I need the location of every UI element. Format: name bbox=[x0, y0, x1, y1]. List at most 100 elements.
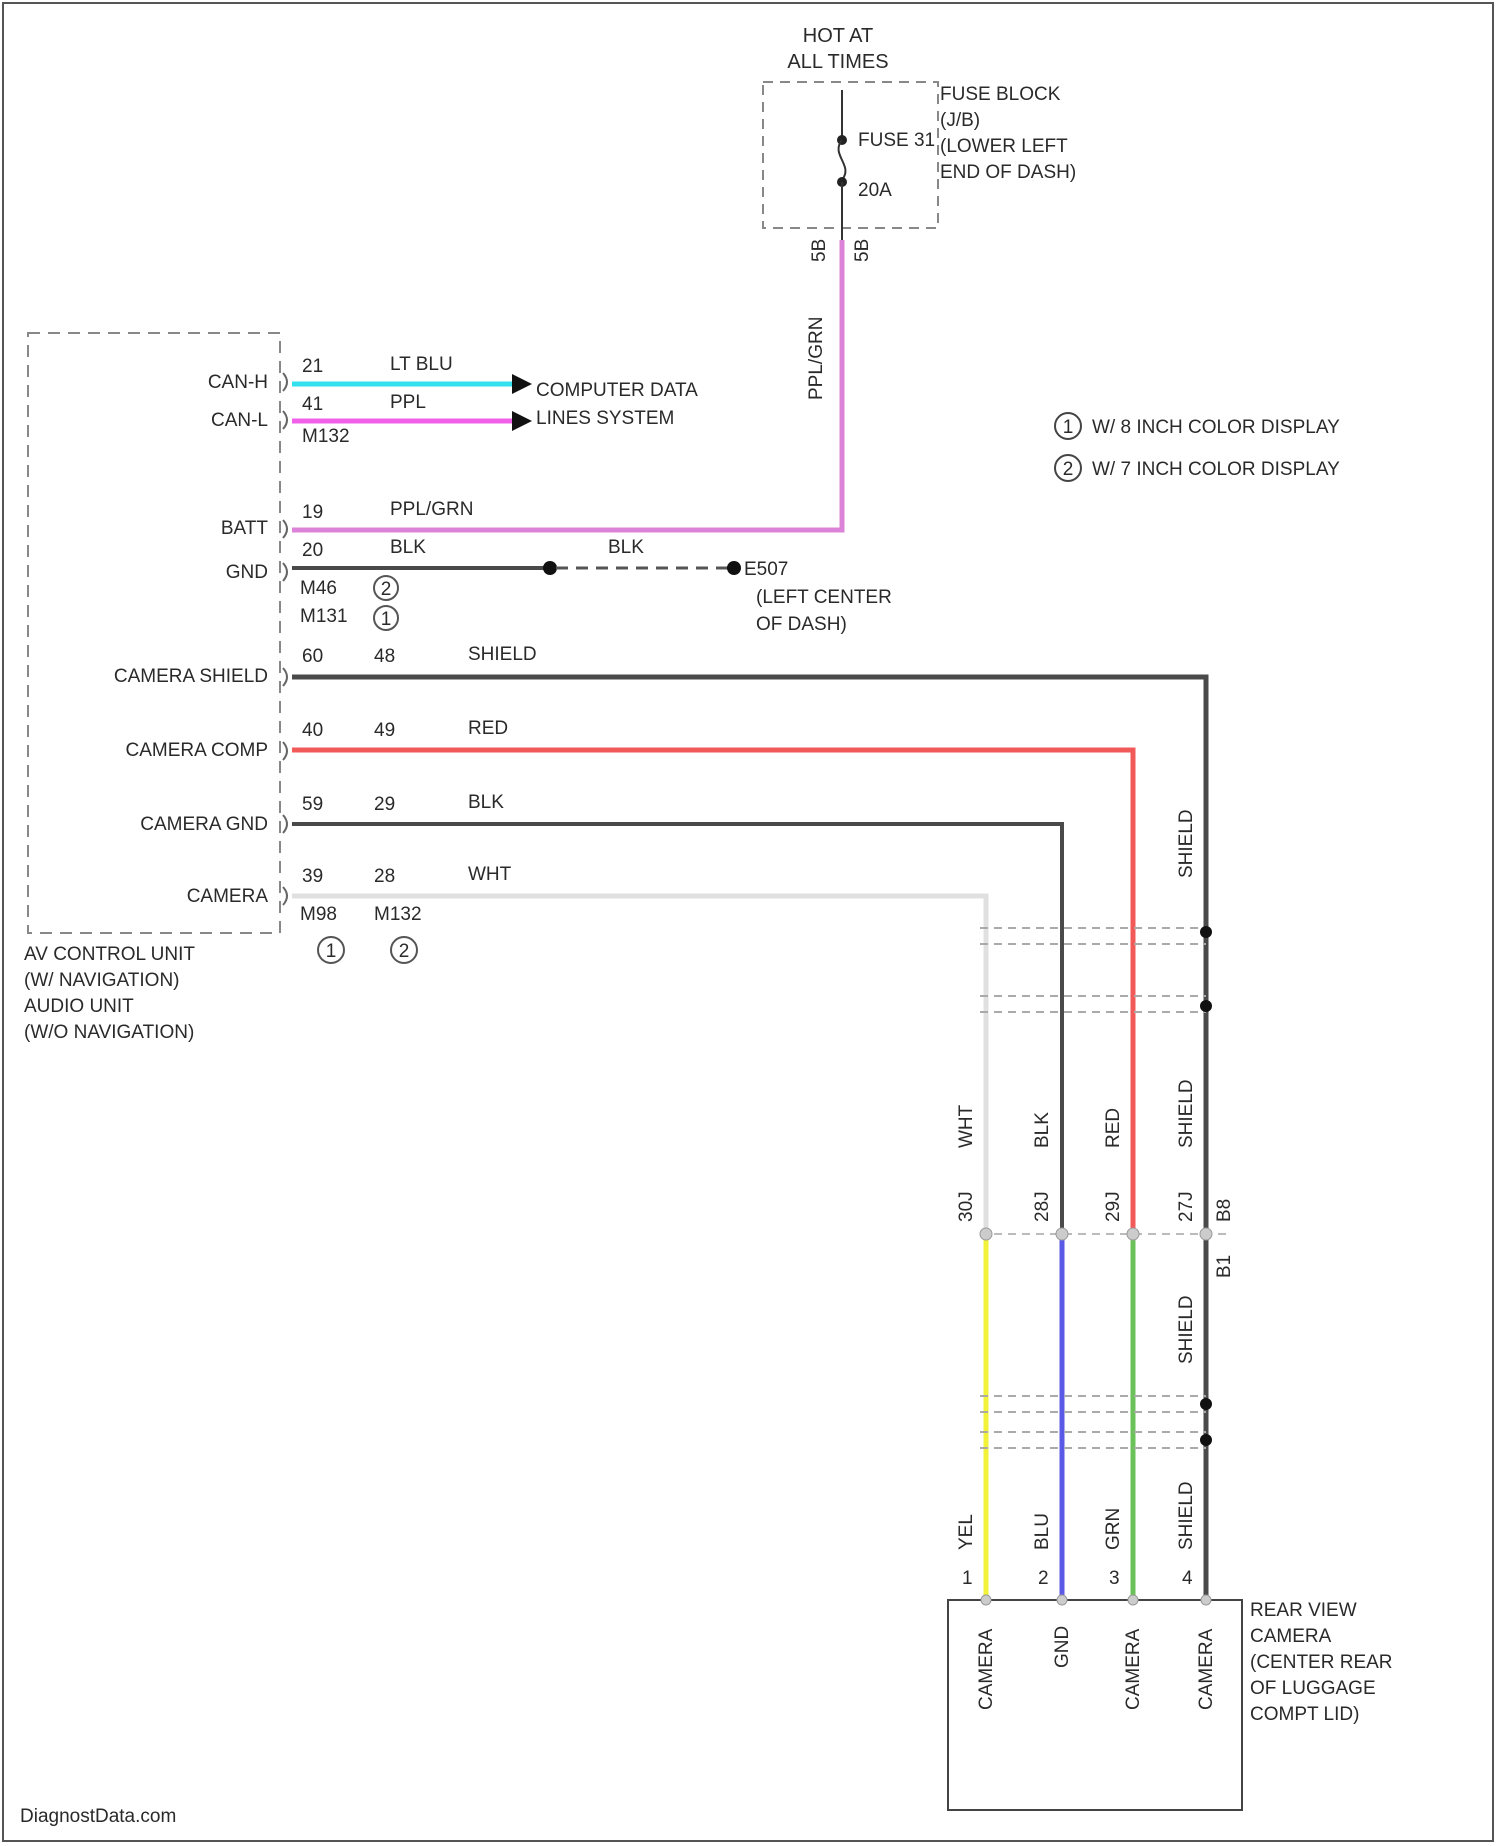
wire-color-camera-shield: SHIELD bbox=[468, 644, 537, 665]
shield-splice-upper-2 bbox=[1200, 1000, 1212, 1012]
legend-text-2: W/ 7 INCH COLOR DISPLAY bbox=[1092, 459, 1340, 480]
harness-pin-dot-3 bbox=[1127, 1228, 1139, 1240]
pin-name-camera: CAMERA bbox=[187, 886, 269, 907]
harness-pin-dot-4 bbox=[1200, 1228, 1212, 1240]
pin-name-camera-comp: CAMERA COMP bbox=[125, 740, 268, 761]
camera-pin-label-1: CAMERA bbox=[976, 1628, 997, 1710]
harness-upper-pin-1: 30J bbox=[956, 1191, 977, 1222]
camera-name-4: OF LUGGAGE bbox=[1250, 1678, 1376, 1699]
harness-upper-connector-2: B1 bbox=[1214, 1255, 1235, 1278]
pin-name-batt: BATT bbox=[221, 518, 269, 539]
fuse-block-name-1: FUSE BLOCK bbox=[940, 84, 1061, 105]
shield-splice-lower-2 bbox=[1200, 1434, 1212, 1446]
pin-name-gnd: GND bbox=[226, 562, 268, 583]
camera-pin-label-4: CAMERA bbox=[1196, 1628, 1217, 1710]
gnd-splice bbox=[543, 561, 557, 575]
harness-upper-pin-2: 28J bbox=[1032, 1191, 1053, 1222]
pin-name-can-h: CAN-H bbox=[208, 372, 268, 393]
harness-upper-wire-4: SHIELD bbox=[1176, 1079, 1197, 1148]
harness-lower-pin-2: 2 bbox=[1038, 1568, 1049, 1589]
shield-label-mid: SHIELD bbox=[1176, 1295, 1197, 1364]
pin-num-gnd: 20 bbox=[302, 540, 323, 561]
ground-location-2: OF DASH) bbox=[756, 614, 847, 635]
fuse-block-name-3: (LOWER LEFT bbox=[940, 136, 1068, 157]
pin-name-camera-shield: CAMERA SHIELD bbox=[114, 666, 268, 687]
av-unit-title-2: (W/ NAVIGATION) bbox=[24, 970, 180, 991]
wire-color-can-h: LT BLU bbox=[390, 354, 453, 375]
camera-name-3: (CENTER REAR bbox=[1250, 1652, 1393, 1673]
legend-marker-1-text: 1 bbox=[1063, 417, 1074, 438]
hot-label-line-1: HOT AT bbox=[803, 25, 873, 47]
hot-label-line-2: ALL TIMES bbox=[787, 51, 888, 73]
av-unit-title-3: AUDIO UNIT bbox=[24, 996, 134, 1017]
wire-color-camera: WHT bbox=[468, 864, 512, 885]
wire-color-gnd: BLK bbox=[390, 537, 426, 558]
harness-lower-wire-2: BLU bbox=[1032, 1513, 1053, 1550]
batt-wire-color-vertical: PPL/GRN bbox=[806, 317, 827, 400]
pin-num-can-h: 21 bbox=[302, 356, 323, 377]
pin-num-b-camera-comp: 49 bbox=[374, 720, 395, 741]
footer-watermark: DiagnostData.com bbox=[20, 1806, 176, 1827]
legend-marker-2-text: 2 bbox=[1063, 459, 1074, 480]
ground-location-1: (LEFT CENTER bbox=[756, 587, 892, 608]
pin-num-a-camera-shield: 60 bbox=[302, 646, 323, 667]
connector-can-l: M132 bbox=[302, 426, 350, 447]
pin-num-b-camera-gnd: 29 bbox=[374, 794, 395, 815]
camera-pin-2 bbox=[1057, 1595, 1067, 1605]
harness-pin-dot-2 bbox=[1056, 1228, 1068, 1240]
ground-point bbox=[727, 561, 741, 575]
connector-label-1: M98 bbox=[300, 904, 337, 925]
pin-num-a-camera: 39 bbox=[302, 866, 323, 887]
pin-num-b-camera-shield: 48 bbox=[374, 646, 395, 667]
harness-lower-wire-3: GRN bbox=[1103, 1508, 1124, 1550]
legend-text-1: W/ 8 INCH COLOR DISPLAY bbox=[1092, 417, 1340, 438]
pin-name-camera-gnd: CAMERA GND bbox=[140, 814, 268, 835]
shield-splice-lower-1 bbox=[1200, 1398, 1212, 1410]
connector-marker-2-text: 2 bbox=[399, 941, 410, 962]
pin-num-can-l: 41 bbox=[302, 394, 323, 415]
harness-pin-dot-1 bbox=[980, 1228, 992, 1240]
harness-lower-pin-3: 3 bbox=[1109, 1568, 1120, 1589]
pin-name-can-l: CAN-L bbox=[211, 410, 268, 431]
harness-lower-wire-4: SHIELD bbox=[1176, 1481, 1197, 1550]
gnd-marker-2-text: 2 bbox=[381, 579, 392, 600]
wire-color-gnd-2: BLK bbox=[608, 537, 644, 558]
gnd-marker-1-text: 1 bbox=[381, 609, 392, 630]
pin-num-a-camera-gnd: 59 bbox=[302, 794, 323, 815]
shield-splice-upper-1 bbox=[1200, 926, 1212, 938]
page-frame bbox=[3, 3, 1493, 1841]
harness-upper-wire-3: RED bbox=[1103, 1108, 1124, 1148]
fuse-block-name-4: END OF DASH) bbox=[940, 162, 1076, 183]
camera-name-2: CAMERA bbox=[1250, 1626, 1332, 1647]
camera-pin-label-3: CAMERA bbox=[1123, 1628, 1144, 1710]
harness-upper-wire-2: BLK bbox=[1032, 1112, 1053, 1148]
camera-pin-label-2: GND bbox=[1052, 1626, 1073, 1668]
connector-gnd-2: M131 bbox=[300, 606, 348, 627]
harness-lower-pin-1: 1 bbox=[962, 1568, 973, 1589]
can-destination-1: COMPUTER DATA bbox=[536, 380, 698, 401]
harness-lower-wire-1: YEL bbox=[956, 1514, 977, 1550]
pin-num-batt: 19 bbox=[302, 502, 323, 523]
camera-pin-1 bbox=[981, 1595, 991, 1605]
fuse-rating: 20A bbox=[858, 180, 892, 201]
harness-upper-pin-3: 29J bbox=[1103, 1191, 1124, 1222]
fuse-pin-right: 5B bbox=[852, 239, 873, 262]
pin-num-b-camera: 28 bbox=[374, 866, 395, 887]
connector-label-2: M132 bbox=[374, 904, 422, 925]
camera-name-5: COMPT LID) bbox=[1250, 1704, 1359, 1725]
can-destination-2: LINES SYSTEM bbox=[536, 408, 674, 429]
harness-upper-wire-1: WHT bbox=[956, 1104, 977, 1148]
fuse-pin-left: 5B bbox=[809, 239, 830, 262]
wire-color-camera-gnd: BLK bbox=[468, 792, 504, 813]
harness-lower-pin-4: 4 bbox=[1182, 1568, 1193, 1589]
harness-upper-pin-4: 27J bbox=[1176, 1191, 1197, 1222]
pin-num-a-camera-comp: 40 bbox=[302, 720, 323, 741]
av-unit-title-1: AV CONTROL UNIT bbox=[24, 944, 195, 965]
connector-marker-1-text: 1 bbox=[326, 941, 337, 962]
fuse-block-name-2: (J/B) bbox=[940, 110, 980, 131]
wire-color-can-l: PPL bbox=[390, 392, 426, 413]
camera-name-1: REAR VIEW bbox=[1250, 1600, 1357, 1621]
shield-label-upper-top: SHIELD bbox=[1176, 809, 1197, 878]
wire-color-camera-comp: RED bbox=[468, 718, 508, 739]
